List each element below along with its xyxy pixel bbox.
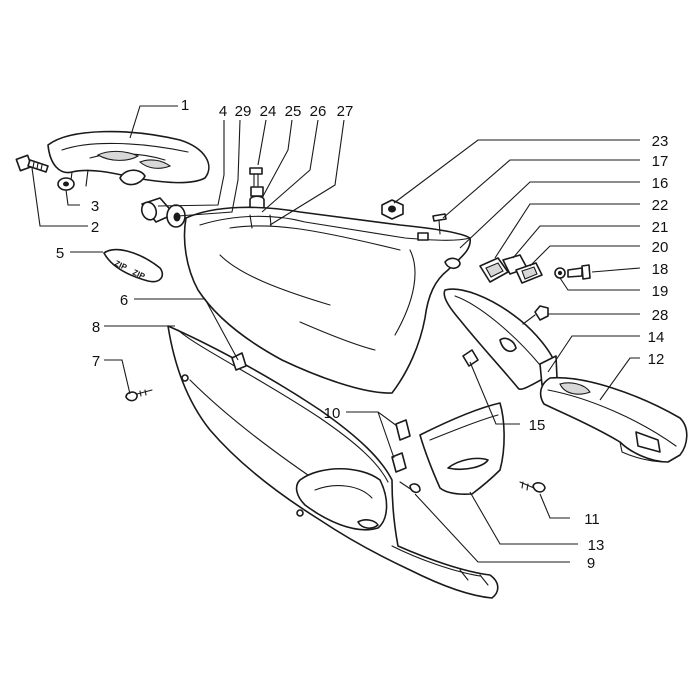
callout-29: 29 bbox=[235, 103, 252, 120]
side-cover-plate bbox=[419, 402, 505, 495]
cover-screw bbox=[519, 481, 546, 493]
callout-1: 1 bbox=[181, 97, 189, 114]
inner-side-panel bbox=[443, 288, 558, 391]
rack-bolt bbox=[15, 154, 49, 173]
callout-7: 7 bbox=[92, 353, 100, 370]
callout-20: 20 bbox=[652, 239, 669, 256]
small-clip bbox=[462, 349, 479, 367]
callout-8: 8 bbox=[92, 319, 100, 336]
side-clips bbox=[391, 419, 411, 473]
callout-4: 4 bbox=[219, 103, 227, 120]
callout-15: 15 bbox=[529, 417, 546, 434]
callout-2: 2 bbox=[91, 219, 99, 236]
callout-24: 24 bbox=[260, 103, 277, 120]
callout-9: 9 bbox=[587, 555, 595, 572]
bushing-pair bbox=[140, 197, 186, 228]
rack-washer bbox=[57, 177, 75, 191]
callout-3: 3 bbox=[91, 198, 99, 215]
callout-labels: 1 2 3 4 5 6 7 8 9 10 11 12 13 14 15 16 1… bbox=[56, 97, 669, 572]
callout-11: 11 bbox=[584, 511, 600, 528]
leader-lines bbox=[31, 105, 641, 563]
callout-17: 17 bbox=[652, 153, 669, 170]
rear-grab-rack bbox=[47, 130, 210, 189]
callout-19: 19 bbox=[652, 283, 669, 300]
clip-set bbox=[479, 254, 591, 284]
callout-23: 23 bbox=[652, 133, 669, 150]
callout-13: 13 bbox=[588, 537, 605, 554]
callout-21: 21 bbox=[652, 219, 669, 236]
callout-27: 27 bbox=[337, 103, 354, 120]
nut-and-small-screw bbox=[381, 199, 447, 235]
callout-18: 18 bbox=[652, 261, 669, 278]
side-panel-screw bbox=[125, 389, 153, 402]
callout-6: 6 bbox=[120, 292, 128, 309]
body-edge-clip bbox=[231, 352, 247, 371]
panel-screw bbox=[522, 305, 549, 325]
callout-26: 26 bbox=[310, 103, 327, 120]
callout-5: 5 bbox=[56, 245, 64, 262]
tail-end-piece bbox=[539, 376, 688, 463]
callout-22: 22 bbox=[652, 197, 669, 214]
callout-14: 14 bbox=[648, 329, 665, 346]
callout-28: 28 bbox=[652, 307, 669, 324]
callout-25: 25 bbox=[285, 103, 302, 120]
callout-12: 12 bbox=[648, 351, 665, 368]
large-side-panel bbox=[167, 325, 499, 599]
rear-tail-body bbox=[183, 206, 471, 394]
callout-10: 10 bbox=[324, 405, 341, 422]
badge-plate: ZIP ZIP bbox=[103, 248, 164, 283]
callout-16: 16 bbox=[652, 175, 669, 192]
lower-screw bbox=[399, 481, 421, 494]
